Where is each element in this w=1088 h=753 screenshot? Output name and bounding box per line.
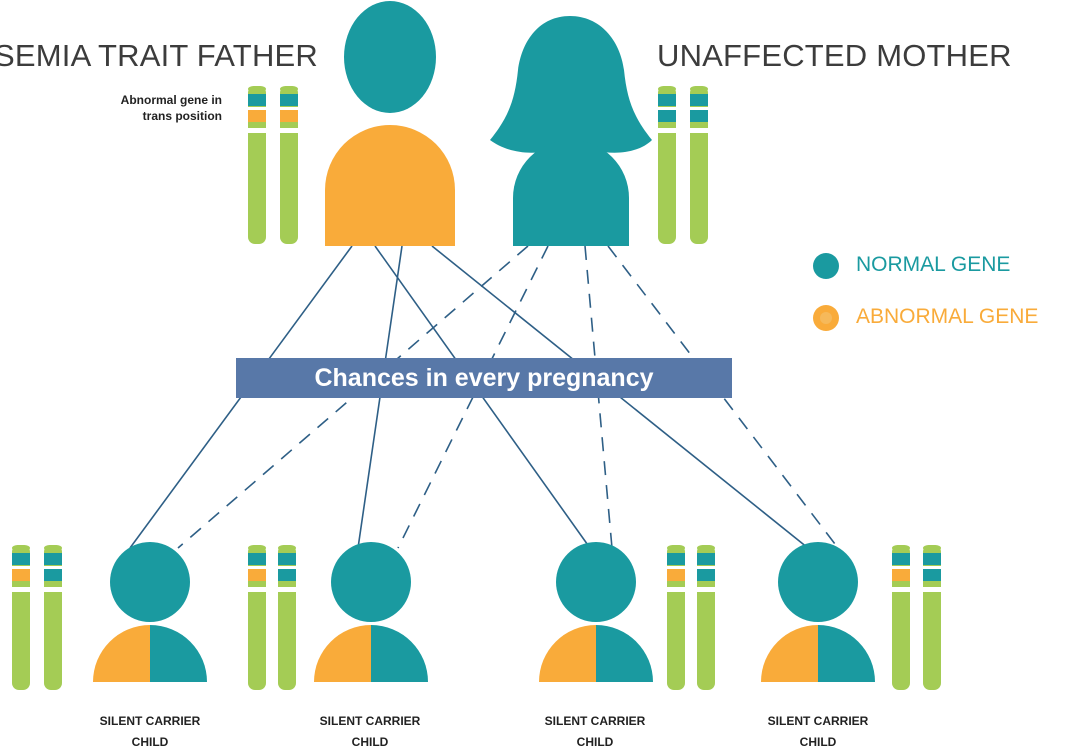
child-4-chromosome-1 <box>891 545 911 690</box>
mother-title: UNAFFECTED MOTHER <box>657 38 1012 73</box>
child-3-label-line-2: CHILD <box>576 735 614 749</box>
child-3-label-line-1: SILENT CARRIER <box>544 714 646 728</box>
father-chromosome-2 <box>279 86 299 244</box>
child-4-figure <box>761 542 875 682</box>
mother-line-child-4 <box>607 245 839 549</box>
child-3-label: SILENT CARRIER CHILD <box>520 711 670 753</box>
legend-abnormal-label: ABNORMAL GENE <box>856 305 1039 328</box>
child-4-label-line-2: CHILD <box>799 735 837 749</box>
child-2-head <box>331 542 411 622</box>
child-1-figure <box>93 542 207 682</box>
child-1-label-line-1: SILENT CARRIER <box>99 714 201 728</box>
child-2-chromosome-1 <box>247 545 267 690</box>
child-2-body-abnormal-half <box>314 625 371 682</box>
child-1-head <box>110 542 190 622</box>
mother-line-child-1 <box>177 245 529 549</box>
child-2-label: SILENT CARRIER CHILD <box>295 711 445 753</box>
child-1-chromosome-1 <box>11 545 31 690</box>
child-3-figure <box>539 542 653 682</box>
father-note-line-2: trans position <box>142 109 222 123</box>
father-chromosome-1 <box>247 86 267 244</box>
child-4-label: SILENT CARRIER CHILD <box>743 711 893 753</box>
legend <box>813 253 839 331</box>
child-4-head <box>778 542 858 622</box>
chromosome-pairs <box>11 86 942 690</box>
mother-chromosome-1 <box>657 86 677 244</box>
child-4-chromosome-2 <box>922 545 942 690</box>
normal-gene-swatch <box>813 253 839 279</box>
child-4-body-normal-half <box>818 625 875 682</box>
father-note: Abnormal gene in trans position <box>60 92 222 124</box>
father-title: SEMIA TRAIT FATHER <box>0 38 318 73</box>
father-note-line-1: Abnormal gene in <box>120 93 222 107</box>
mother-body <box>513 140 629 246</box>
mother-head-hair <box>490 16 652 153</box>
child-4-body-abnormal-half <box>761 625 818 682</box>
child-2-body-normal-half <box>371 625 428 682</box>
child-2-label-line-1: SILENT CARRIER <box>319 714 421 728</box>
child-1-label: SILENT CARRIER CHILD <box>75 711 225 753</box>
child-3-head <box>556 542 636 622</box>
child-2-label-line-2: CHILD <box>351 735 389 749</box>
child-3-body-abnormal-half <box>539 625 596 682</box>
child-3-body-normal-half <box>596 625 653 682</box>
child-1-body-abnormal-half <box>93 625 150 682</box>
legend-normal-label: NORMAL GENE <box>856 253 1011 276</box>
child-2-figure <box>314 542 428 682</box>
child-3-chromosome-1 <box>666 545 686 690</box>
father-figure <box>325 1 455 246</box>
mother-figure <box>490 16 652 246</box>
child-1-body-normal-half <box>150 625 207 682</box>
child-1-label-line-2: CHILD <box>131 735 169 749</box>
mother-chromosome-2 <box>689 86 709 244</box>
child-4-label-line-1: SILENT CARRIER <box>767 714 869 728</box>
child-1-chromosome-2 <box>43 545 63 690</box>
children-figures <box>93 542 875 682</box>
pregnancy-banner <box>236 358 732 398</box>
father-head <box>344 1 436 113</box>
banner-text: Chances in every pregnancy <box>314 363 654 392</box>
child-3-chromosome-2 <box>696 545 716 690</box>
father-body <box>325 125 455 246</box>
child-2-chromosome-2 <box>277 545 297 690</box>
